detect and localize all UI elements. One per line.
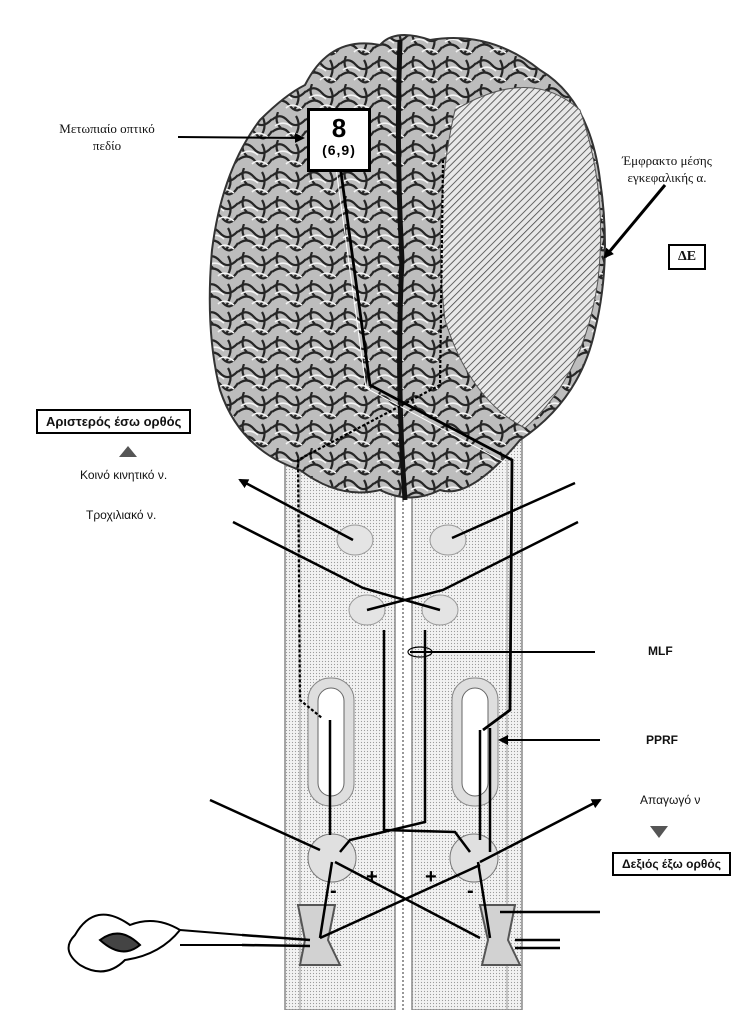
nerve-fibres bbox=[209, 478, 602, 950]
infarct-label: Έμφρακτο μέσης εγκεφαλικής α. bbox=[622, 153, 712, 185]
brain-image bbox=[208, 34, 606, 501]
eyeball-icon bbox=[67, 913, 243, 973]
minus-sign-left: - bbox=[330, 880, 337, 902]
abducens-nerve-label: Απαγωγό ν bbox=[640, 793, 701, 807]
minus-sign-right: - bbox=[467, 880, 474, 902]
area-number: 8 bbox=[331, 113, 347, 143]
area-subnumbers: (6,9) bbox=[322, 142, 356, 158]
frontal-eye-field-pathway bbox=[296, 159, 514, 732]
plus-sign-left: + bbox=[366, 866, 378, 888]
frontal-eye-field-label: Μετωπιαίο οπτικό πεδίο bbox=[59, 121, 155, 153]
pprf-label: PPRF bbox=[646, 733, 679, 747]
area-8-box: 8 (6,9) bbox=[307, 108, 371, 172]
abducens-nuclei bbox=[307, 833, 499, 883]
left-lateral-rectus-label: Αριστερός έσω ορθός bbox=[36, 409, 192, 434]
trochlear-nerve-label: Τροχιλιακό ν. bbox=[86, 508, 157, 522]
vestibular-nuclei bbox=[296, 904, 522, 966]
oculomotor-nerve-label: Κοινό κινητικό ν. bbox=[80, 468, 168, 482]
plus-sign-right: + bbox=[425, 866, 437, 888]
right-hemisphere-label: ΔΕ bbox=[668, 244, 707, 270]
oculomotor-nuclei bbox=[336, 524, 467, 556]
mlf-label: MLF bbox=[648, 644, 673, 658]
pointer-arrows bbox=[177, 132, 667, 745]
up-arrow-icon bbox=[119, 446, 137, 457]
down-arrow-icon bbox=[650, 826, 668, 838]
right-medial-rectus-label: Δεξιός έξω ορθός bbox=[612, 852, 731, 876]
